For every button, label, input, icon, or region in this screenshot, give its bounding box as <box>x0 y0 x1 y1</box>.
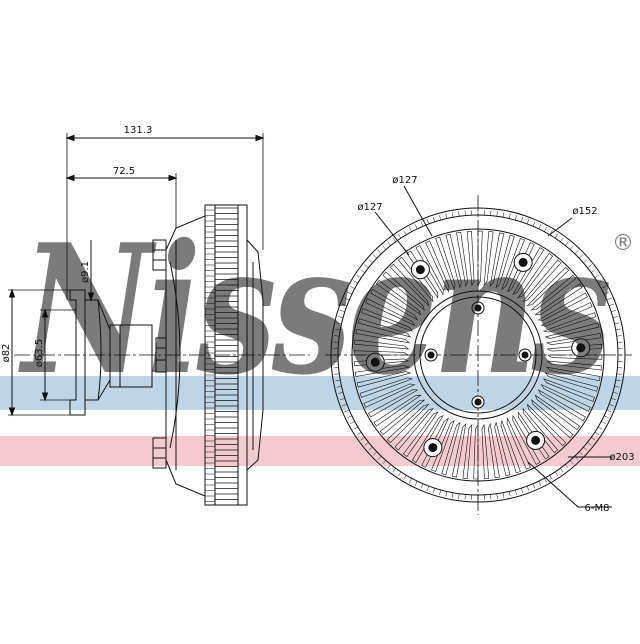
dim-bolt-circle-1: ø127 <box>392 175 417 186</box>
rim-tick <box>459 494 460 499</box>
rim-tick <box>527 486 529 491</box>
rim-tick <box>509 491 510 496</box>
rim-tick <box>611 310 616 312</box>
rim-tick <box>607 410 612 412</box>
rim-tick <box>601 421 605 423</box>
rim-tick <box>452 493 453 498</box>
rim-tick <box>415 481 417 486</box>
rim-tick <box>614 323 619 324</box>
rim-tick <box>433 488 435 493</box>
rim-tick <box>497 494 498 499</box>
rim-tick <box>598 427 602 430</box>
rim-tick <box>515 490 516 495</box>
rim-tick <box>533 484 535 489</box>
rim-tick <box>560 468 563 472</box>
dim-threads: 6-M8 <box>585 503 610 514</box>
dim-outer: ø203 <box>609 452 634 463</box>
rim-tick <box>427 486 429 491</box>
rim-tick <box>595 432 599 435</box>
watermark: Nissens ® <box>18 205 634 414</box>
rim-tick <box>539 481 541 486</box>
rim-tick <box>393 468 396 472</box>
rim-tick <box>521 488 523 493</box>
rim-tick <box>347 416 352 418</box>
dim-overall-length: 131.3 <box>124 125 153 136</box>
rim-tick <box>350 421 354 423</box>
watermark-registered-mark: ® <box>612 231 634 256</box>
rim-tick <box>617 374 622 375</box>
watermark-logo-text: Nissens <box>18 205 609 414</box>
threaded-hole <box>532 436 540 444</box>
rim-tick <box>550 475 553 479</box>
rim-tick <box>409 478 411 482</box>
rim-tick <box>616 329 621 330</box>
threaded-hole <box>429 444 437 452</box>
rim-tick <box>446 491 447 496</box>
rim-tick <box>503 493 504 498</box>
rim-tick <box>609 304 614 306</box>
rim-tick <box>607 298 612 300</box>
rim-tick <box>357 432 361 435</box>
rim-tick <box>439 490 440 495</box>
rim-tick <box>604 416 609 418</box>
rim-tick <box>354 427 358 430</box>
rim-tick <box>555 472 558 476</box>
rim-tick <box>421 484 423 489</box>
rim-tick <box>404 475 407 479</box>
dim-flange-outer: ø82 <box>1 344 12 363</box>
rim-tick <box>617 336 622 337</box>
rim-tick <box>398 472 401 476</box>
dim-flange-offset: 72.5 <box>113 166 135 177</box>
rim-tick <box>613 316 618 317</box>
